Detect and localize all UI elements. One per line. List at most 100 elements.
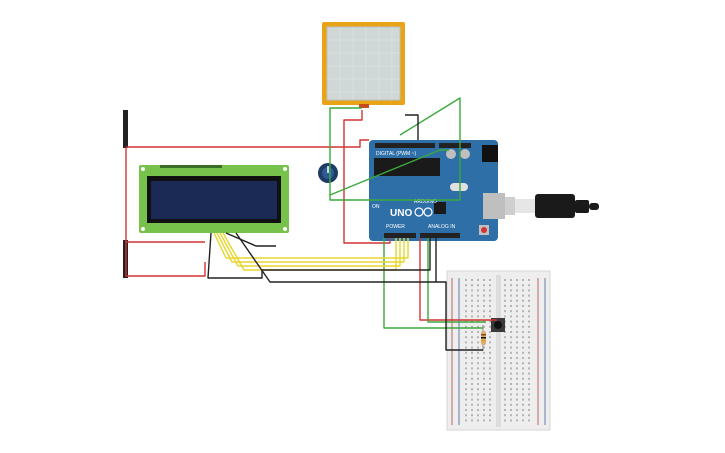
breadboard-hole[interactable]: [544, 409, 546, 411]
breadboard-hole[interactable]: [544, 377, 546, 380]
breadboard-hole[interactable]: [537, 331, 539, 333]
breadboard-hole[interactable]: [477, 336, 479, 339]
breadboard-hole[interactable]: [483, 409, 485, 411]
breadboard-hole[interactable]: [458, 393, 460, 396]
breadboard-hole[interactable]: [489, 367, 491, 370]
breadboard-hole[interactable]: [483, 310, 485, 313]
breadboard-hole[interactable]: [516, 279, 518, 281]
breadboard-hole[interactable]: [458, 398, 460, 401]
breadboard-hole[interactable]: [504, 315, 506, 318]
breadboard-hole[interactable]: [528, 351, 530, 354]
breadboard-hole[interactable]: [510, 320, 512, 323]
breadboard-hole[interactable]: [516, 372, 518, 375]
breadboard-hole[interactable]: [528, 305, 530, 307]
breadboard-hole[interactable]: [516, 289, 518, 292]
breadboard-hole[interactable]: [537, 351, 539, 354]
breadboard-hole[interactable]: [516, 336, 518, 339]
breadboard-hole[interactable]: [489, 336, 491, 339]
breadboard-hole[interactable]: [465, 377, 467, 380]
breadboard-hole[interactable]: [451, 331, 453, 333]
breadboard-hole[interactable]: [489, 289, 491, 292]
breadboard-hole[interactable]: [516, 315, 518, 318]
breadboard-hole[interactable]: [504, 419, 506, 422]
breadboard-hole[interactable]: [471, 294, 473, 297]
breadboard-hole[interactable]: [528, 320, 530, 323]
breadboard-hole[interactable]: [465, 310, 467, 313]
breadboard-hole[interactable]: [451, 393, 453, 396]
breadboard-hole[interactable]: [477, 403, 479, 406]
breadboard-hole[interactable]: [522, 310, 524, 313]
breadboard-hole[interactable]: [471, 414, 473, 417]
breadboard-hole[interactable]: [510, 299, 512, 302]
breadboard-hole[interactable]: [483, 289, 485, 292]
breadboard-hole[interactable]: [528, 388, 530, 391]
breadboard-hole[interactable]: [510, 325, 512, 328]
breadboard-hole[interactable]: [471, 393, 473, 396]
breadboard-hole[interactable]: [516, 299, 518, 302]
breadboard-hole[interactable]: [510, 403, 512, 406]
breadboard-hole[interactable]: [477, 284, 479, 287]
breadboard-hole[interactable]: [537, 393, 539, 396]
breadboard-hole[interactable]: [510, 341, 512, 344]
breadboard-hole[interactable]: [483, 325, 485, 328]
lcd-display[interactable]: [139, 165, 289, 233]
breadboard-hole[interactable]: [471, 372, 473, 375]
breadboard-hole[interactable]: [451, 289, 453, 292]
breadboard-hole[interactable]: [510, 357, 512, 359]
breadboard-hole[interactable]: [483, 419, 485, 422]
potentiometer-icon[interactable]: [318, 163, 338, 183]
breadboard-hole[interactable]: [528, 341, 530, 344]
breadboard-hole[interactable]: [483, 414, 485, 417]
touch-panel[interactable]: [322, 22, 405, 108]
breadboard-hole[interactable]: [544, 372, 546, 375]
breadboard-hole[interactable]: [537, 289, 539, 292]
breadboard-hole[interactable]: [458, 294, 460, 297]
breadboard-hole[interactable]: [516, 414, 518, 417]
breadboard-hole[interactable]: [522, 367, 524, 370]
breadboard-hole[interactable]: [537, 377, 539, 380]
breadboard-hole[interactable]: [483, 383, 485, 385]
breadboard-hole[interactable]: [537, 398, 539, 401]
breadboard-hole[interactable]: [522, 414, 524, 417]
breadboard-hole[interactable]: [516, 393, 518, 396]
breadboard-hole[interactable]: [544, 320, 546, 323]
breadboard-hole[interactable]: [465, 383, 467, 385]
breadboard-hole[interactable]: [458, 331, 460, 333]
breadboard-hole[interactable]: [458, 299, 460, 302]
breadboard-hole[interactable]: [458, 310, 460, 313]
breadboard-hole[interactable]: [522, 305, 524, 307]
breadboard-hole[interactable]: [522, 357, 524, 359]
breadboard-hole[interactable]: [516, 419, 518, 422]
breadboard-hole[interactable]: [528, 279, 530, 281]
breadboard-hole[interactable]: [528, 414, 530, 417]
breadboard-hole[interactable]: [537, 325, 539, 328]
breadboard-hole[interactable]: [451, 284, 453, 287]
header-strip-top[interactable]: [123, 110, 128, 148]
breadboard-hole[interactable]: [522, 362, 524, 365]
breadboard-hole[interactable]: [537, 367, 539, 370]
breadboard-hole[interactable]: [516, 331, 518, 333]
breadboard-hole[interactable]: [537, 279, 539, 281]
breadboard-hole[interactable]: [504, 289, 506, 292]
breadboard-hole[interactable]: [489, 372, 491, 375]
breadboard-hole[interactable]: [544, 331, 546, 333]
breadboard-hole[interactable]: [451, 419, 453, 422]
breadboard-hole[interactable]: [528, 325, 530, 328]
breadboard-hole[interactable]: [471, 284, 473, 287]
resistor-icon[interactable]: [481, 325, 486, 351]
breadboard-hole[interactable]: [477, 393, 479, 396]
breadboard-hole[interactable]: [510, 305, 512, 307]
breadboard-hole[interactable]: [504, 351, 506, 354]
breadboard-hole[interactable]: [516, 346, 518, 349]
breadboard-hole[interactable]: [522, 331, 524, 333]
breadboard-hole[interactable]: [510, 409, 512, 411]
breadboard-hole[interactable]: [516, 310, 518, 313]
breadboard-hole[interactable]: [544, 419, 546, 422]
breadboard-hole[interactable]: [510, 398, 512, 401]
breadboard-hole[interactable]: [458, 325, 460, 328]
breadboard-hole[interactable]: [471, 341, 473, 344]
breadboard-hole[interactable]: [522, 403, 524, 406]
breadboard-hole[interactable]: [516, 284, 518, 287]
breadboard-hole[interactable]: [510, 414, 512, 417]
breadboard-hole[interactable]: [504, 414, 506, 417]
